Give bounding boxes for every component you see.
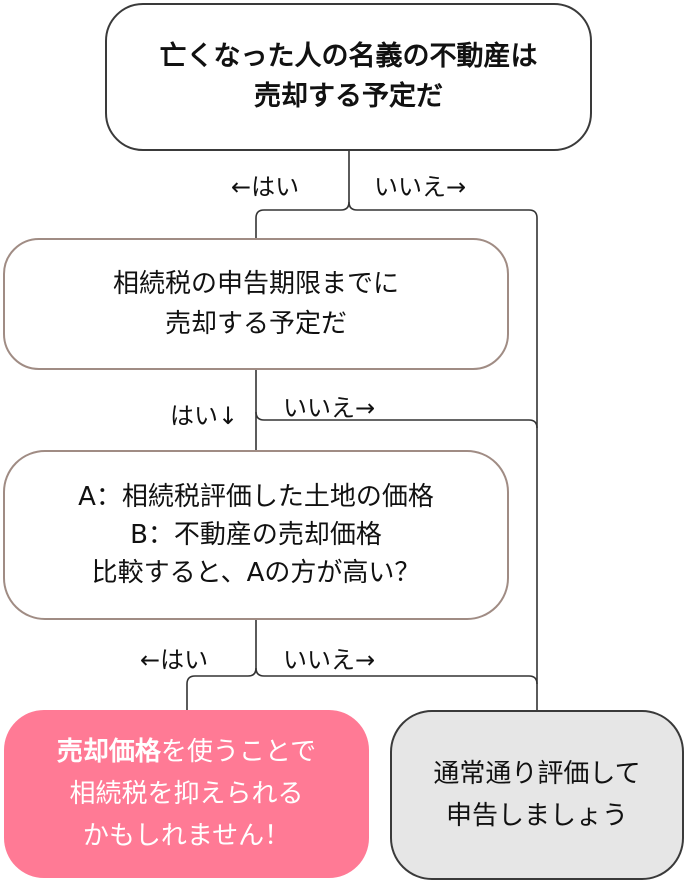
question-box-inherited-property: 亡くなった人の名義の不動産は 売却する予定だ xyxy=(105,3,592,151)
result-emphasis: 売却価格 xyxy=(56,737,161,767)
connector-q3-no xyxy=(255,667,538,685)
result-text: 通常通り評価して xyxy=(433,759,641,789)
label-yes: ←はい xyxy=(140,646,209,674)
result-text: かもしれません！ xyxy=(82,821,291,851)
result-box-normal-valuation: 通常通り評価して 申告しましょう xyxy=(390,710,684,880)
label-yes: ←はい xyxy=(231,173,300,201)
question-text: A：相続税評価した土地の価格 xyxy=(78,482,434,512)
label-no: いいえ→ xyxy=(283,394,376,422)
result-box-use-sale-price: 売却価格を使うことで 相続税を抑えられる かもしれません！ xyxy=(4,710,369,878)
question-box-price-compare: A：相続税評価した土地の価格 B：不動産の売却価格 比較すると、Aの方が高い？ xyxy=(3,450,509,620)
connector-q1-split xyxy=(255,151,350,238)
question-text: 売却する予定だ xyxy=(254,81,443,112)
question-text: 比較すると、Aの方が高い？ xyxy=(91,558,421,588)
result-text: 相続税を抑えられる xyxy=(69,779,304,809)
result-text-rest: を使うことで xyxy=(160,737,317,767)
connector-q2-no xyxy=(255,411,538,429)
result-text: 申告しましょう xyxy=(445,801,628,831)
question-text: 相続税の申告期限までに xyxy=(112,269,399,299)
connector-q3-yes xyxy=(186,620,257,710)
label-no: いいえ→ xyxy=(283,646,376,674)
question-text: 亡くなった人の名義の不動産は xyxy=(159,41,538,72)
question-text: B：不動産の売却価格 xyxy=(130,520,382,550)
label-yes: はい↓ xyxy=(170,402,239,430)
result-text: 売却価格を使うことで xyxy=(57,731,316,773)
question-box-deadline: 相続税の申告期限までに 売却する予定だ xyxy=(3,238,509,370)
label-no: いいえ→ xyxy=(374,173,467,201)
question-text: 売却する予定だ xyxy=(164,309,347,339)
connector-q1-no xyxy=(348,201,538,710)
